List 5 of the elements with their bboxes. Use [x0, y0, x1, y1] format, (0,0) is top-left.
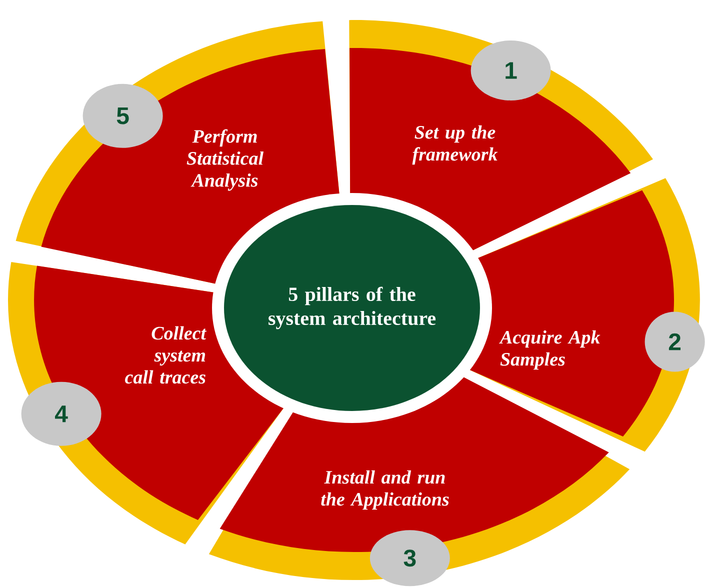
- number-badge: 3: [370, 530, 450, 586]
- number-badge: 2: [644, 312, 705, 372]
- number-badge: 4: [21, 382, 102, 446]
- number-badge: 5: [82, 84, 163, 148]
- number-badge: 1: [470, 40, 551, 100]
